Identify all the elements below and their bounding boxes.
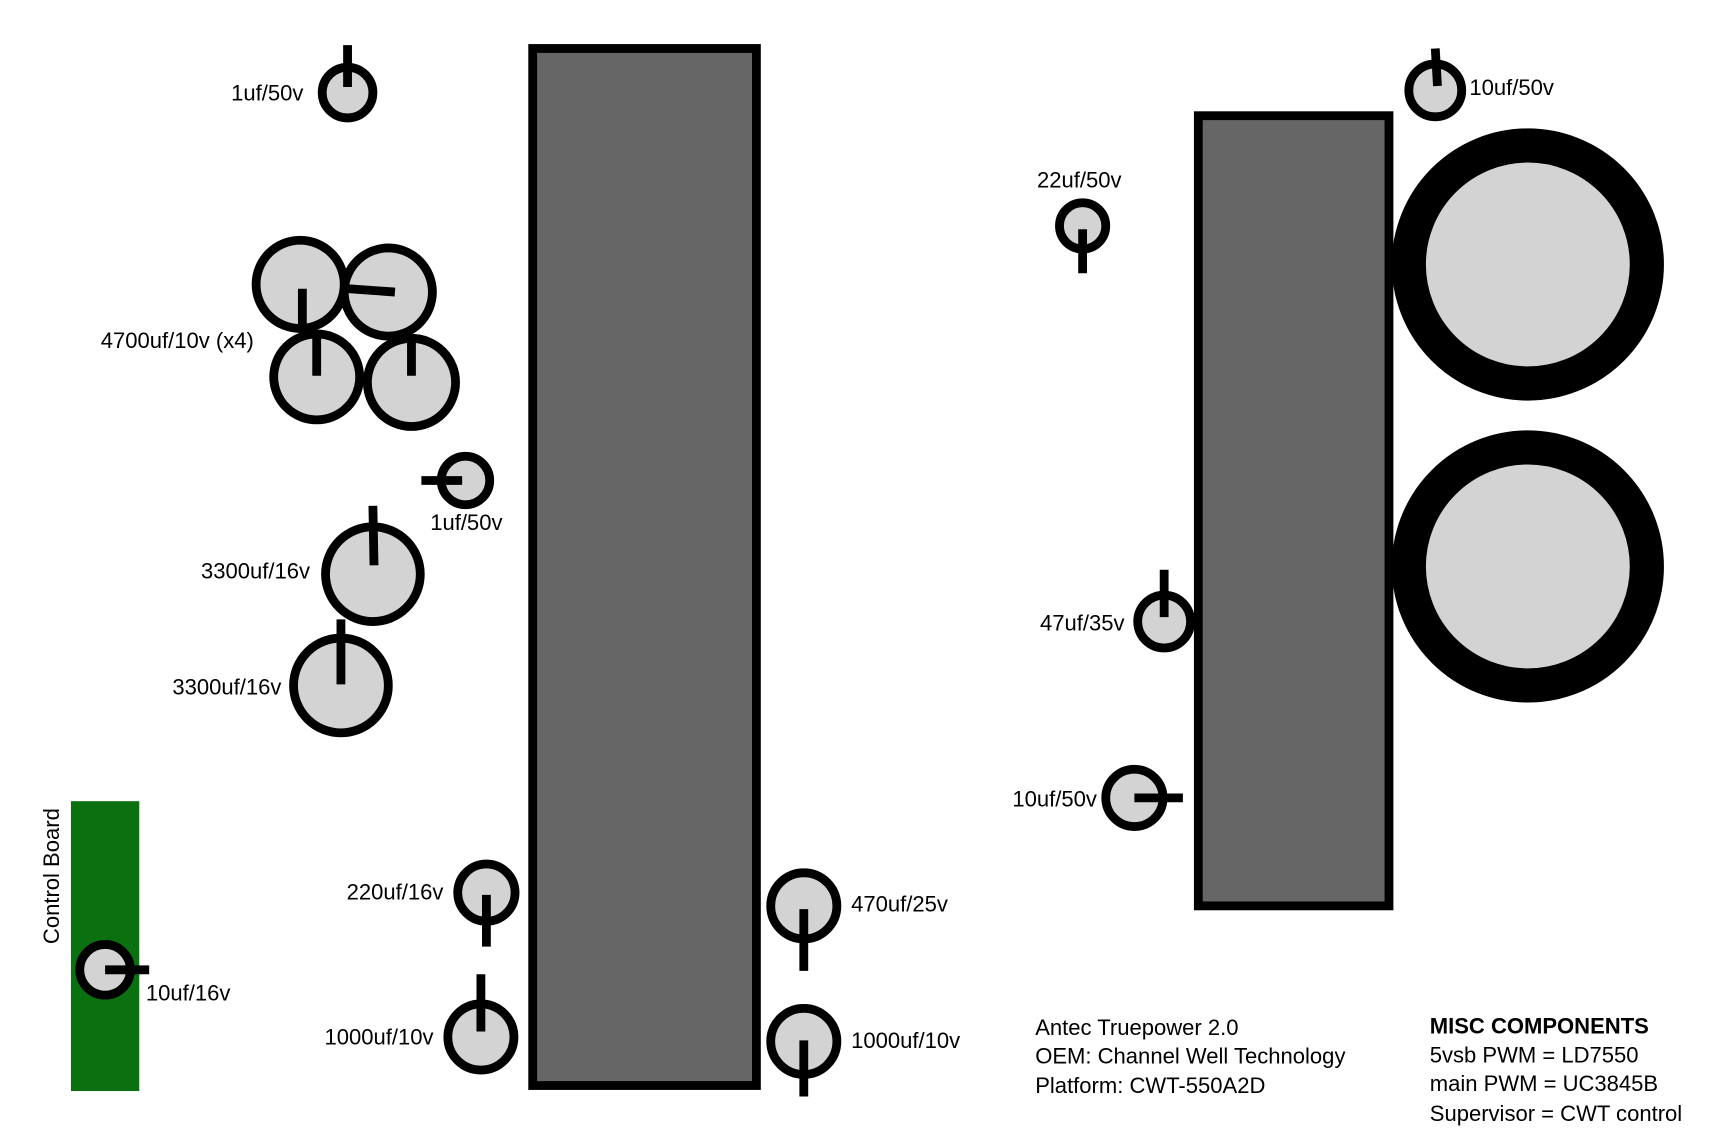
capacitor-label: 3300uf/16v (172, 674, 281, 699)
capacitor-group-4700uf: 4700uf/10v (x4) (101, 235, 460, 431)
misc-line: 5vsb PWM = LD7550 (1430, 1042, 1639, 1067)
capacitor: 22uf/50v (1037, 167, 1122, 274)
capacitor: 3300uf/16v (201, 505, 425, 626)
capacitor: 1000uf/10v (324, 974, 519, 1075)
capacitor-label: 1000uf/10v (851, 1028, 960, 1053)
misc-heading: MISC COMPONENTS (1430, 1014, 1649, 1039)
misc-line: Supervisor = CWT control (1430, 1101, 1682, 1126)
capacitor-label: 1uf/50v (231, 80, 303, 105)
platform-line: Platform: CWT-550A2D (1035, 1073, 1265, 1098)
capacitor-label: 22uf/50v (1037, 167, 1122, 192)
capacitor-label: 220uf/16v (347, 879, 444, 904)
misc-line: main PWM = UC3845B (1430, 1071, 1658, 1096)
bulk-capacitor-bottom (1391, 430, 1664, 703)
oem-line: OEM: Channel Well Technology (1035, 1043, 1345, 1068)
bulk-capacitor-top (1391, 128, 1664, 401)
capacitor-label: 4700uf/10v (x4) (101, 328, 254, 353)
capacitor-label: 10uf/16v (146, 981, 231, 1006)
capacitor: 1uf/50v (231, 45, 378, 123)
capacitor: 220uf/16v (347, 859, 520, 947)
capacitor-label: 10uf/50v (1469, 75, 1554, 100)
capacitor-label: 10uf/50v (1012, 787, 1097, 812)
capacitor: 10uf/50v (1404, 48, 1554, 122)
capacitor: 10uf/50v (1012, 764, 1183, 831)
control-board-label: Control Board (39, 808, 64, 944)
capacitor-label: 1uf/50v (430, 510, 502, 535)
title-line: Antec Truepower 2.0 (1035, 1015, 1238, 1040)
capacitor: 1000uf/10v (766, 1003, 960, 1097)
capacitor-label: 470uf/25v (851, 891, 948, 916)
primary-heatsink (528, 44, 761, 1090)
secondary-heatsink (1193, 111, 1394, 911)
capacitor: 470uf/25v (766, 868, 948, 971)
capacitor-label: 3300uf/16v (201, 559, 310, 584)
capacitor: 3300uf/16v (172, 619, 393, 738)
capacitor: 1uf/50v (421, 451, 502, 535)
capacitor: 10uf/16v (75, 940, 231, 1006)
misc-components: MISC COMPONENTS 5vsb PWM = LD7550 main P… (1430, 1014, 1682, 1126)
capacitor-label: 47uf/35v (1040, 610, 1125, 635)
capacitor: 47uf/35v (1040, 569, 1196, 653)
title-block: Antec Truepower 2.0 OEM: Channel Well Te… (1035, 1015, 1345, 1098)
capacitor-label: 1000uf/10v (324, 1025, 433, 1050)
